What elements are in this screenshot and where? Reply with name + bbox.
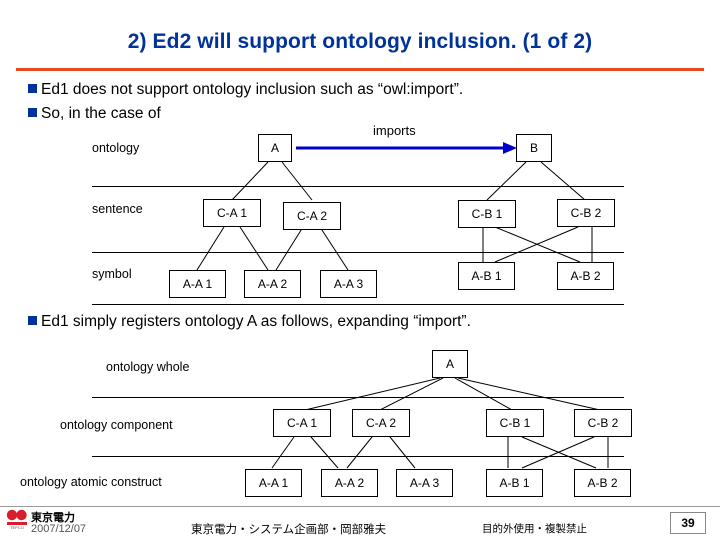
bullet-text-3: Ed1 simply registers ontology A as follo…	[41, 313, 471, 330]
node-c-b1-bottom: C-B 1	[486, 409, 544, 437]
row-label-ontology-component: ontology component	[60, 418, 173, 432]
footer-divider	[0, 506, 720, 507]
title-underline-rule	[16, 68, 704, 71]
node-c-b2-top: C-B 2	[557, 199, 615, 227]
node-a-a1-top: A-A 1	[169, 270, 226, 298]
bullet-item-1: Ed1 does not support ontology inclusion …	[28, 81, 463, 99]
tepco-logo-icon: TEPCO	[6, 509, 27, 530]
node-a-a3-bottom: A-A 3	[396, 469, 453, 497]
row-label-ontology: ontology	[92, 141, 140, 155]
node-c-b1-top: C-B 1	[458, 200, 516, 228]
node-c-a2-bottom: C-A 2	[352, 409, 410, 437]
row-label-ontology-atomic-construct: ontology atomic construct	[20, 475, 162, 489]
page-title: 2) Ed2 will support ontology inclusion. …	[127, 30, 593, 53]
bullet-text-2: So, in the case of	[41, 105, 161, 122]
company-name-label: 東京電力	[31, 512, 75, 524]
bullet-item-3: Ed1 simply registers ontology A as follo…	[28, 313, 471, 331]
row-label-symbol: symbol	[92, 267, 132, 281]
bullet-item-2: So, in the case of	[28, 105, 161, 123]
node-a-a2-top: A-A 2	[244, 270, 301, 298]
node-c-a2-top: C-A 2	[283, 202, 341, 230]
bullet-square-icon	[28, 316, 37, 325]
node-a-b2-top: A-B 2	[557, 262, 614, 290]
row-label-ontology-whole: ontology whole	[106, 360, 190, 374]
footer-date: 2007/12/07	[31, 523, 87, 535]
node-a-a2-bottom: A-A 2	[321, 469, 378, 497]
node-a-b1-top: A-B 1	[458, 262, 515, 290]
node-a-a3-top: A-A 3	[320, 270, 377, 298]
bullet-square-icon	[28, 84, 37, 93]
bullet-square-icon	[28, 108, 37, 117]
svg-text:TEPCO: TEPCO	[10, 525, 24, 530]
node-c-a1-bottom: C-A 1	[273, 409, 331, 437]
node-a-bottom: A	[432, 350, 468, 378]
node-a-a1-bottom: A-A 1	[245, 469, 302, 497]
node-a-top: A	[258, 134, 292, 162]
bottom-diagram-divider-2	[92, 456, 624, 457]
node-a-b1-bottom: A-B 1	[486, 469, 543, 497]
footer-right-notice: 目的外使用・複製禁止	[482, 523, 587, 535]
top-diagram-divider-3	[92, 304, 624, 305]
imports-edge-label: imports	[373, 123, 416, 138]
bottom-diagram-divider-1	[92, 397, 624, 398]
footer-center-text: 東京電力・システム企画部・岡部雅夫	[191, 524, 387, 536]
top-diagram-divider-1	[92, 186, 624, 187]
node-c-a1-top: C-A 1	[203, 199, 261, 227]
node-a-b2-bottom: A-B 2	[574, 469, 631, 497]
top-diagram-divider-2	[92, 252, 624, 253]
node-c-b2-bottom: C-B 2	[574, 409, 632, 437]
row-label-sentence: sentence	[92, 202, 143, 216]
page-number-badge: 39	[670, 512, 706, 534]
node-b-top: B	[516, 134, 552, 162]
bullet-text-1: Ed1 does not support ontology inclusion …	[41, 81, 464, 98]
